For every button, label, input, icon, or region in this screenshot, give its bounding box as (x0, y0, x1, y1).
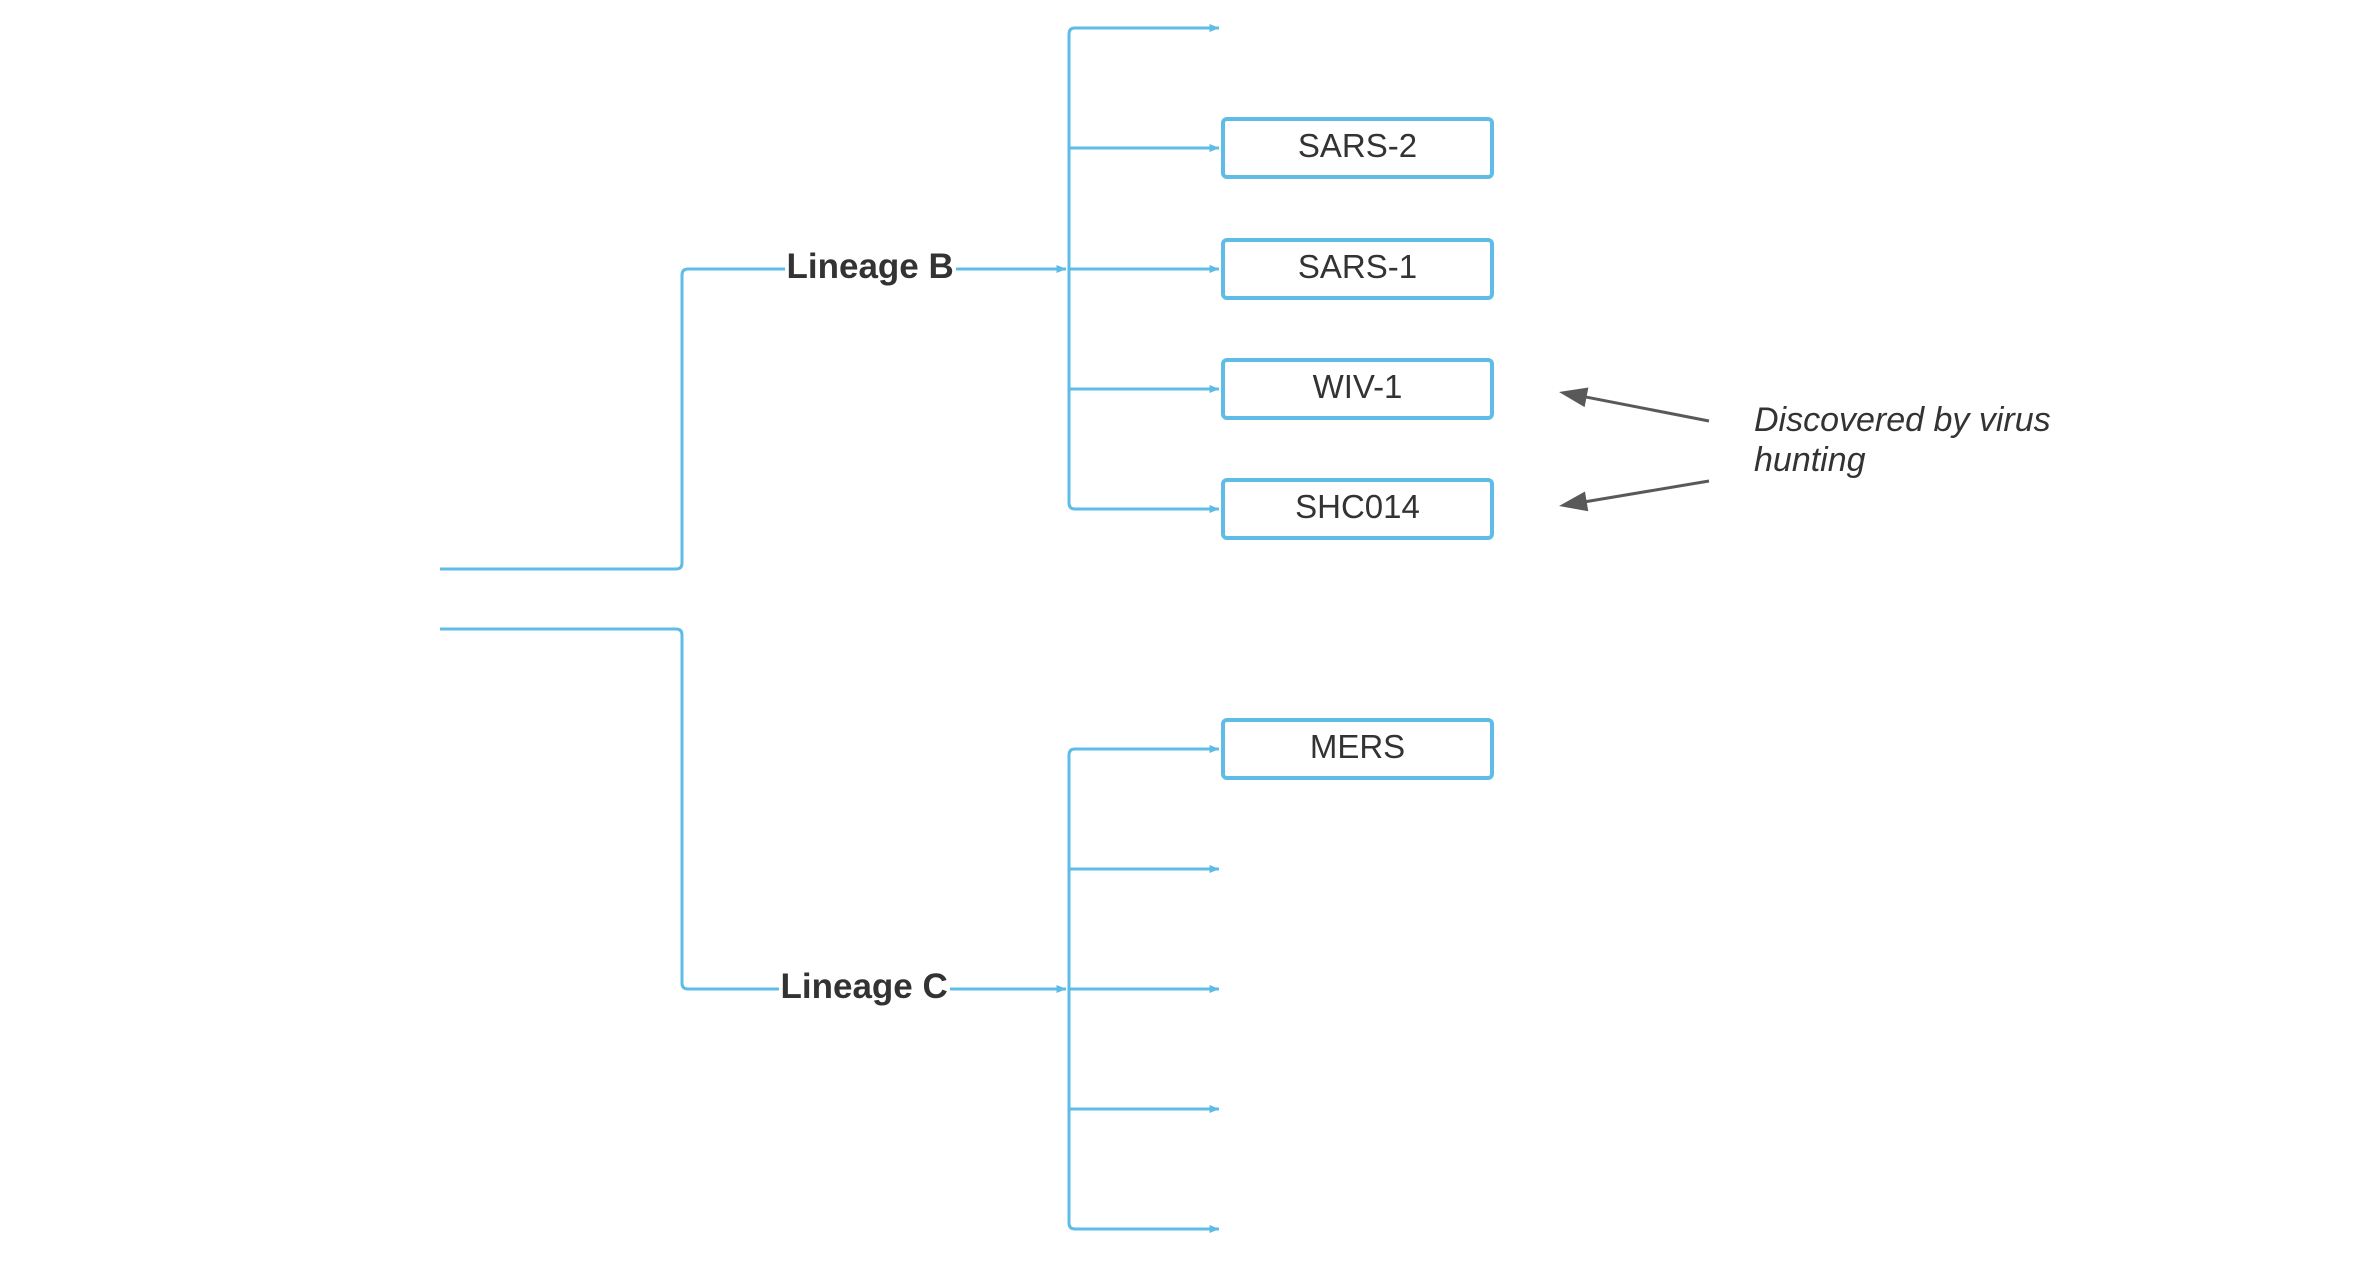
lineage-label: Lineage B (784, 247, 956, 287)
leaf-node: SHC014 (1221, 478, 1494, 540)
leaf-node: MERS (1221, 718, 1494, 780)
leaf-node-label: MERS (1309, 727, 1406, 765)
root-branch-line (440, 265, 1067, 571)
annotation-arrow (1580, 479, 1710, 504)
child-arrow (1067, 745, 1220, 756)
leaf-node-label: SARS-1 (1297, 247, 1418, 285)
annotation-arrow-head (1559, 387, 1589, 408)
annotation-text: Discovered by virus hunting (1754, 401, 2051, 479)
leaf-node: SARS-2 (1221, 117, 1494, 179)
child-arrow (1067, 1222, 1220, 1233)
leaf-node: WIV-1 (1221, 358, 1494, 420)
child-arrow (1067, 24, 1220, 35)
annotation-arrow (1580, 394, 1710, 423)
annotation-arrow-head (1559, 491, 1589, 512)
leaf-node-label: WIV-1 (1312, 367, 1403, 405)
child-arrow (1067, 502, 1220, 513)
leaf-node-label: SHC014 (1295, 487, 1420, 525)
leaf-node-label: SARS-2 (1297, 126, 1418, 164)
lineage-label: Lineage C (778, 967, 950, 1007)
root-branch-line (440, 627, 1067, 993)
leaf-node: SARS-1 (1221, 238, 1494, 300)
